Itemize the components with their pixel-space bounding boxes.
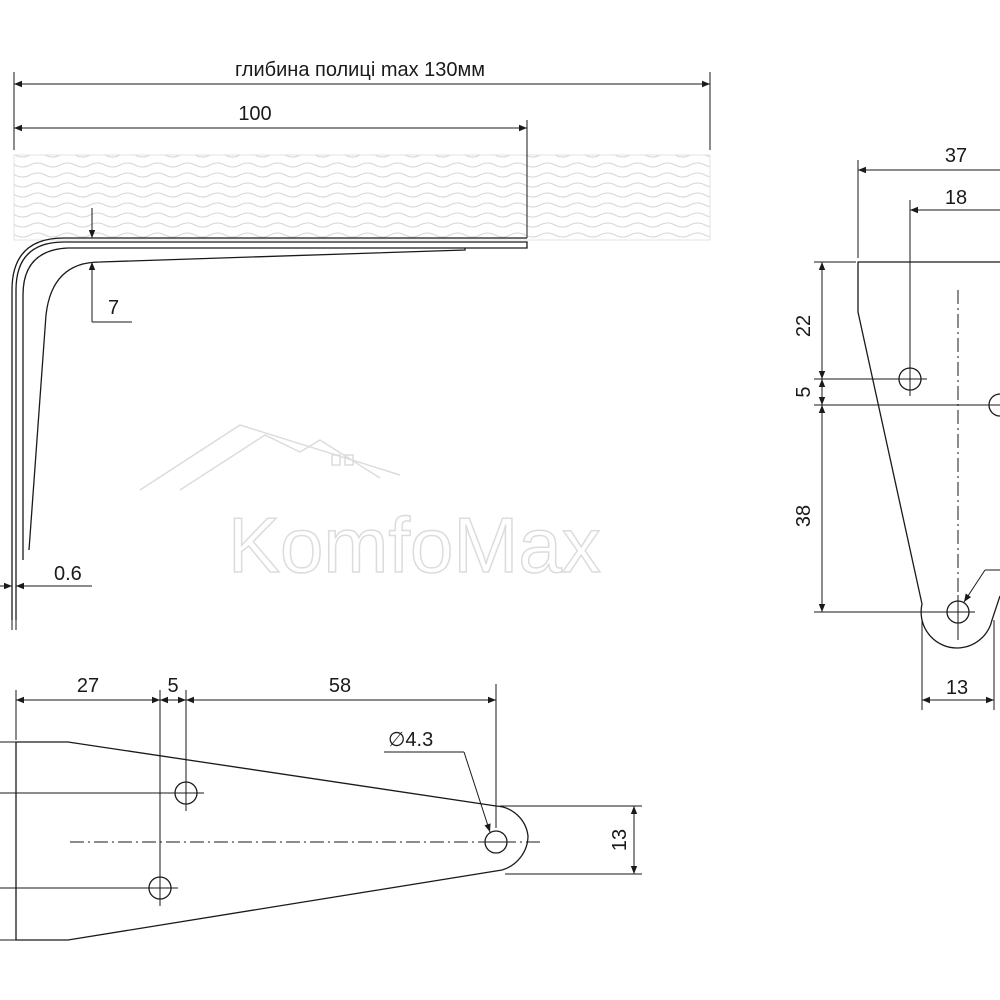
- shelf-depth-label: глибина полиці max 130мм: [235, 59, 485, 81]
- dim-13: 13: [609, 829, 631, 851]
- dim-5-front: 5: [793, 386, 815, 397]
- watermark: KomfoMax: [139, 424, 602, 590]
- dim-38: 38: [793, 505, 815, 527]
- shelf-board: [13, 154, 711, 241]
- watermark-roof-icon: [139, 424, 401, 491]
- bracket-top-outline: [15, 741, 529, 941]
- dim-37: 37: [945, 145, 967, 167]
- arm-length-label: 100: [238, 103, 271, 125]
- dim-13-front: 13: [946, 677, 968, 699]
- side-view: глибина полиці max 130мм 100 7 0.6: [0, 59, 711, 630]
- hole-diameter-label: ∅4.3: [388, 729, 433, 751]
- offset-label: 7: [108, 297, 119, 319]
- bracket-side-profile: [15, 241, 528, 620]
- dim-5: 5: [167, 675, 178, 697]
- top-view: 27 5 58 ∅4.3 13: [0, 675, 642, 941]
- dim-27: 27: [77, 675, 99, 697]
- front-view: 37 18 22 5 38 13: [793, 145, 1000, 710]
- dim-22: 22: [793, 315, 815, 337]
- dim-18: 18: [945, 187, 967, 209]
- watermark-brand: KomfoMax: [228, 501, 601, 589]
- thickness-label: 0.6: [54, 563, 82, 585]
- bracket-front-outline: [857, 261, 1000, 649]
- dim-58: 58: [329, 675, 351, 697]
